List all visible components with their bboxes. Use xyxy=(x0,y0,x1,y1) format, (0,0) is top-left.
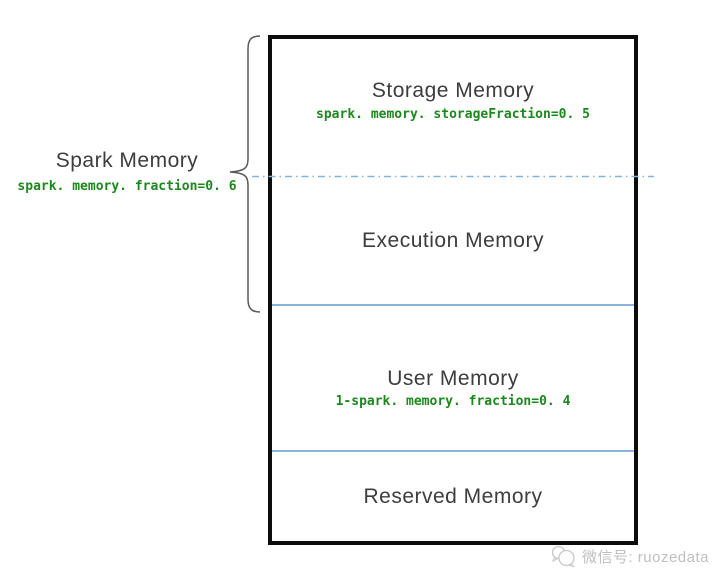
watermark: 微信号: ruozedata xyxy=(550,544,709,568)
user-memory-title: User Memory xyxy=(387,367,519,390)
execution-user-divider xyxy=(272,304,634,306)
user-reserved-divider xyxy=(272,450,634,452)
storage-fraction-config: spark. memory. storageFraction=0. 5 xyxy=(316,107,590,122)
spark-memory-label: Spark Memory spark. memory. fraction=0. … xyxy=(6,148,248,195)
storage-execution-divider xyxy=(252,175,654,178)
watermark-text: 微信号: ruozedata xyxy=(581,548,709,566)
spark-memory-fraction-config: spark. memory. fraction=0. 6 xyxy=(17,179,237,195)
left-brace xyxy=(229,35,261,313)
memory-box xyxy=(268,35,638,545)
execution-memory-title: Execution Memory xyxy=(362,229,544,252)
wechat-icon xyxy=(551,545,576,568)
reserved-memory-title: Reserved Memory xyxy=(363,485,543,508)
user-fraction-config: 1-spark. memory. fraction=0. 4 xyxy=(335,394,571,409)
storage-memory-title: Storage Memory xyxy=(371,79,535,102)
spark-memory-label-title: Spark Memory xyxy=(55,149,199,172)
